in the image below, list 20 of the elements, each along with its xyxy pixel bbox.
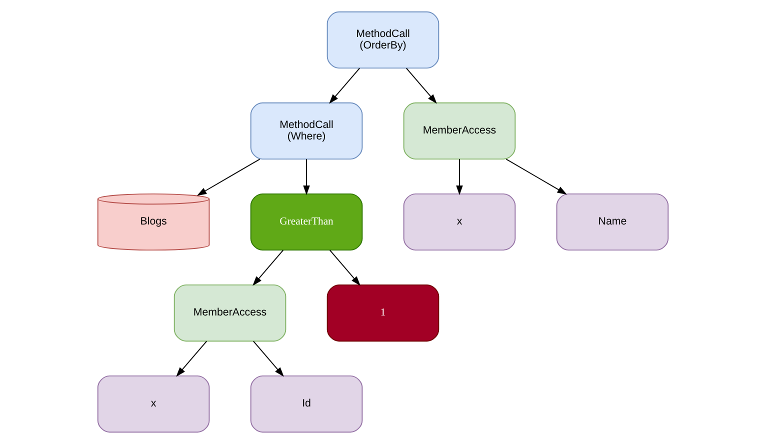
node-box: Id bbox=[250, 375, 363, 433]
node-box: x bbox=[97, 375, 210, 433]
arrow bbox=[196, 158, 260, 196]
arrow bbox=[406, 68, 437, 104]
arrow bbox=[329, 68, 360, 104]
node-box: MemberAccess bbox=[174, 284, 286, 342]
node-box: MemberAccess bbox=[403, 102, 516, 160]
arrow bbox=[252, 250, 284, 286]
node-box: 1 bbox=[326, 284, 440, 342]
node-box: MethodCall (OrderBy) bbox=[326, 11, 440, 69]
arrow bbox=[252, 340, 284, 377]
arrow bbox=[456, 158, 463, 196]
arrow bbox=[329, 250, 360, 286]
arrow bbox=[506, 158, 568, 195]
node-box: Name bbox=[556, 193, 669, 251]
node-box: x bbox=[403, 193, 516, 251]
node-box: GreaterThan bbox=[250, 193, 363, 251]
arrow bbox=[176, 340, 208, 377]
node-box: MethodCall (Where) bbox=[250, 102, 363, 160]
arrow bbox=[303, 158, 310, 196]
